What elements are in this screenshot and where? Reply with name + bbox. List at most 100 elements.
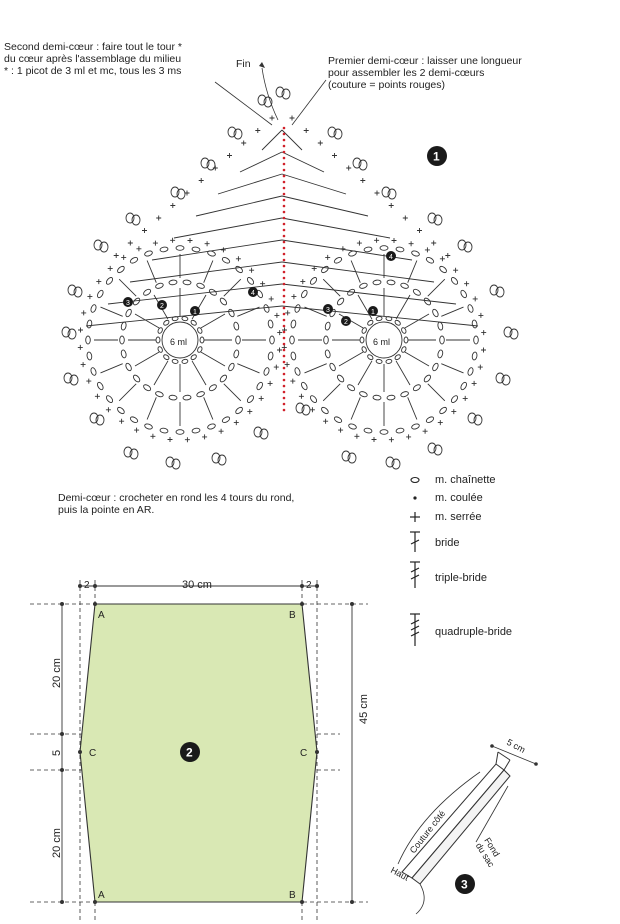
corner-c-left: C <box>89 748 96 759</box>
outer-spoke-left <box>223 278 242 297</box>
left-lower-label: 20 cm <box>51 828 63 858</box>
round-chain-right <box>336 374 345 383</box>
outer-chain-right <box>321 265 329 274</box>
width-label: 5 cm <box>505 737 527 755</box>
lattice-line <box>239 151 283 173</box>
lattice-line <box>281 261 435 283</box>
outer-chain-right <box>411 423 420 430</box>
edge-cross <box>127 240 133 246</box>
legend-chain-label: m. chaînette <box>435 474 496 486</box>
picot <box>501 374 511 386</box>
lattice-line <box>281 151 325 173</box>
outer-chain-right <box>471 351 478 361</box>
legend-single-label: m. serrée <box>435 511 482 523</box>
picot <box>165 456 175 468</box>
picot <box>263 96 273 108</box>
edge-cross <box>374 190 380 196</box>
outer-cross-left <box>107 265 113 271</box>
outer-cross-right <box>309 407 315 413</box>
lattice-line <box>281 217 391 239</box>
figure-3-badge: 3 <box>455 874 475 894</box>
figure-1-badge: 1 <box>427 146 447 166</box>
outer-cross-left <box>277 330 283 336</box>
outer-chain-left <box>159 427 169 434</box>
ring-chain-right <box>367 319 374 326</box>
outer-cross-left <box>204 241 210 247</box>
outer-chain-right <box>294 367 301 376</box>
outer-spoke-left <box>237 363 260 374</box>
corner-c-right: C <box>300 748 307 759</box>
outer-chain-left <box>207 250 216 257</box>
seam-dot <box>282 288 286 292</box>
outer-chain-right <box>289 335 295 345</box>
arrow-first-note <box>291 79 327 126</box>
picot <box>63 372 73 384</box>
arrow-fin <box>261 67 279 121</box>
picot <box>352 157 362 169</box>
ring-chain-right <box>394 319 401 326</box>
outer-chain-left <box>129 416 139 423</box>
outer-cross-right <box>311 265 317 271</box>
single-crochet-icon <box>410 512 420 522</box>
round-chain-right <box>336 297 345 306</box>
outer-cross-left <box>121 254 127 260</box>
outer-chain-right <box>290 319 297 329</box>
picot <box>93 239 103 251</box>
triple-crochet-icon <box>410 561 420 588</box>
lattice-line <box>281 283 457 305</box>
outer-chain-left <box>191 246 201 253</box>
outer-cross-right <box>471 380 477 386</box>
ring-chain-right <box>394 354 401 361</box>
edge-cross <box>198 178 204 183</box>
outer-spoke-left <box>100 306 123 317</box>
seam-dot <box>282 408 286 412</box>
outer-chain-right <box>301 289 308 299</box>
top-width-label: 30 cm <box>182 579 212 591</box>
edge-cross <box>431 240 437 246</box>
picot <box>176 188 186 200</box>
outer-chain-right <box>309 277 318 285</box>
seam-dot <box>282 204 286 208</box>
lattice-line <box>281 129 303 151</box>
round-chain-left <box>120 349 127 359</box>
picot <box>457 239 467 251</box>
arrow-second-note <box>214 81 273 126</box>
svg-text:4: 4 <box>389 254 393 261</box>
outer-chain-left <box>90 304 97 313</box>
picot <box>200 157 210 169</box>
outer-cross-right <box>439 256 445 262</box>
outer-chain-left <box>256 381 263 391</box>
outer-chain-right <box>333 257 343 264</box>
picot <box>341 450 351 462</box>
picot <box>206 159 216 171</box>
ring-chain-right <box>361 327 367 334</box>
outer-cross-left <box>260 281 266 287</box>
ring-label-left: 6 ml <box>170 337 187 347</box>
right-height-label: 45 cm <box>358 694 370 724</box>
round-chain-left <box>132 297 141 306</box>
outer-cross-left <box>267 380 273 386</box>
outer-chain-left <box>105 395 114 403</box>
outer-cross-left <box>78 327 83 333</box>
round-chain-right <box>359 282 368 289</box>
outer-cross-left <box>273 364 279 370</box>
picot <box>433 214 443 226</box>
seam-dot <box>282 192 286 196</box>
lattice-line <box>129 261 283 283</box>
outer-cross-left <box>268 296 274 302</box>
round-chain-left <box>219 297 228 306</box>
seam-dot <box>282 390 286 394</box>
round-chain-right <box>423 374 432 383</box>
seam-dot <box>282 330 286 334</box>
outer-chain-left <box>117 406 125 415</box>
outer-cross-right <box>371 437 377 442</box>
outer-cross-right <box>323 418 329 424</box>
picot <box>391 458 401 470</box>
outer-spoke-right <box>322 278 341 297</box>
seam-dot <box>282 300 286 304</box>
round-chain-right <box>432 362 439 372</box>
ring-chain-left <box>163 319 170 326</box>
center-ring-left <box>161 321 199 359</box>
ring-chain-right <box>401 327 407 334</box>
svg-text:1: 1 <box>193 309 197 316</box>
